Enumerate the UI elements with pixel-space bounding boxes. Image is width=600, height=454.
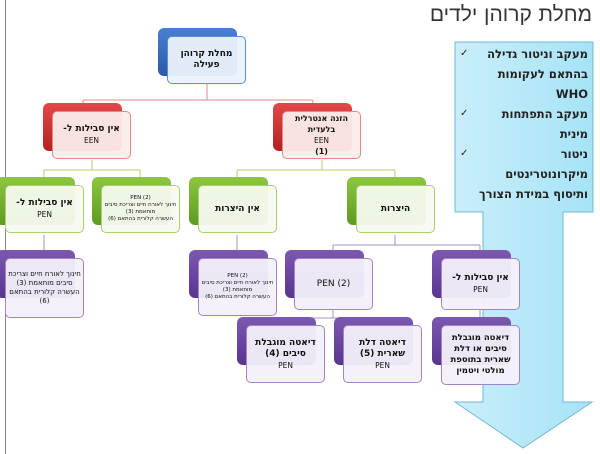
node-label: אין סבילות ל- <box>63 124 120 134</box>
node-label: דיאטה דלת שארית (5) <box>359 337 406 359</box>
node-label: הזנה אנטרלית בלעדית <box>295 114 348 134</box>
node-num: (1) <box>315 147 328 156</box>
node-line: העשרה קלורית בהתאם (6) <box>9 288 80 305</box>
node-line: העשרה קלורית בהתאם (6) <box>205 294 270 300</box>
node-label: PEN (2) <box>316 278 351 289</box>
check-icon: ✓ <box>460 148 469 159</box>
node-line: חינוך לאורח חיים וצריכת סיבים מותאמת (3) <box>104 202 177 215</box>
node-label: PEN (2) <box>227 273 248 279</box>
callout-item: ✓מעקב וניטור גדילה בהתאם לעקומות WHO <box>460 44 588 104</box>
node-label: דיאטה מוגבלת סיבים (4) <box>255 337 316 359</box>
check-icon: ✓ <box>460 108 469 119</box>
node-label: אין היצרות <box>215 203 260 214</box>
node-sub: PEN <box>473 285 488 294</box>
check-icon: ✓ <box>460 48 469 59</box>
node-sub: EEN <box>83 136 100 145</box>
monitoring-callout: ✓מעקב וניטור גדילה בהתאם לעקומות WHO ✓מע… <box>460 44 588 204</box>
node-sub: PEN <box>37 210 52 219</box>
node-line: העשרה קלורית בהתאם (6) <box>108 216 173 222</box>
callout-item: ✓ניטור מיקרונוטרינטים ותיסוף במידת הצורך <box>460 144 588 204</box>
node-label: אין סבילות ל- <box>452 273 509 283</box>
node-sub: PEN <box>278 360 293 370</box>
node-sub: EEN <box>313 136 330 145</box>
node-sub: PEN <box>375 360 390 370</box>
node-label: מחלת קרוהן פעילה <box>180 49 233 70</box>
node-label: דיאטה מוגבלת סיבים או דלת שארית בתוספת מ… <box>450 333 511 376</box>
node-label: היצרות <box>380 203 411 214</box>
slide-title: מחלת קרוהן ילדים <box>429 2 592 26</box>
node-line: חינוך לאורח חיים וצריכת סיבים מותאמת (3) <box>8 270 81 287</box>
callout-item: ✓מעקב התפתחות מינית <box>460 104 588 144</box>
node-label: PEN (2) <box>130 195 151 201</box>
node-line: חינוך לאורח חיים וצריכת סיבים מותאמת (3) <box>201 280 274 293</box>
node-label: אין סבילות ל- <box>16 198 73 208</box>
